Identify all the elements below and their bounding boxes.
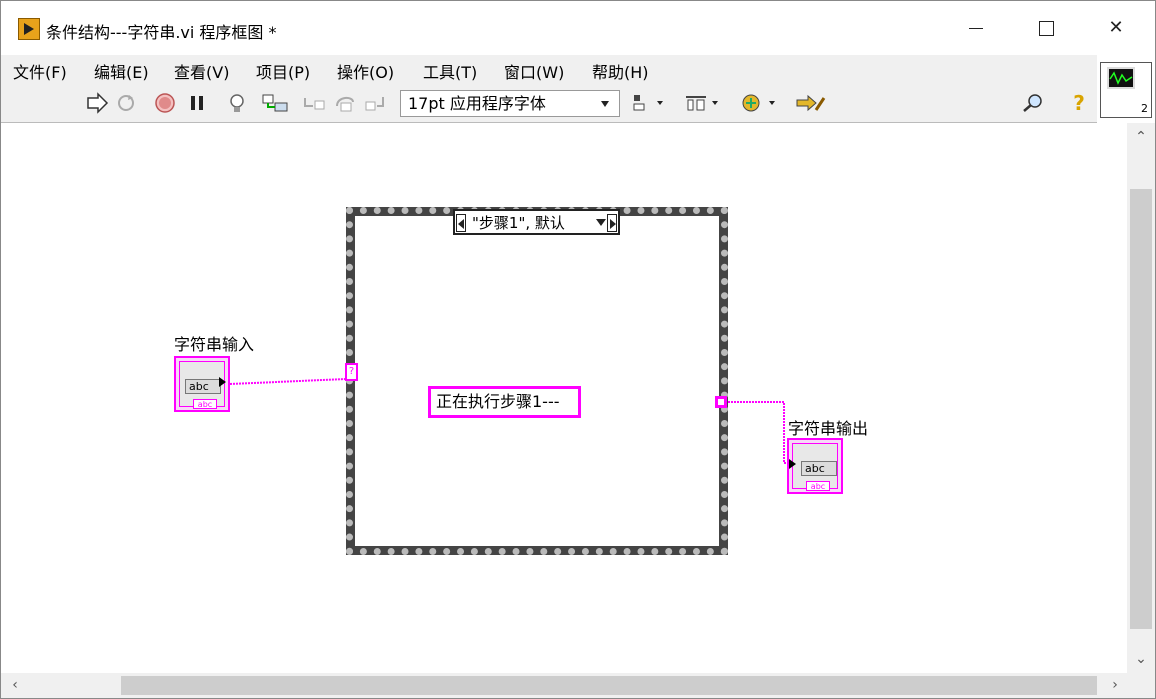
next-case-arrow-icon[interactable] [607,214,617,232]
scroll-up-icon[interactable]: ⌃ [1135,129,1147,145]
window-title: 条件结构---字符串.vi 程序框图 * [46,23,277,42]
previous-case-arrow-icon[interactable] [456,214,466,232]
step-into-icon[interactable] [301,92,327,114]
highlight-execution-icon[interactable] [225,92,249,114]
step-out-icon[interactable] [363,92,389,114]
step-over-icon[interactable] [333,92,359,114]
maximize-button[interactable] [1031,15,1061,41]
vertical-scroll-thumb[interactable] [1130,189,1152,629]
chevron-down-icon [601,101,609,107]
case-selector-terminal[interactable]: ? [345,363,358,381]
menu-project[interactable]: 项目(P) [256,63,311,82]
context-help-button[interactable]: ? [1073,91,1085,115]
menu-file[interactable]: 文件(F) [13,63,67,82]
output-tunnel[interactable] [715,396,727,408]
oscilloscope-icon [1107,67,1135,89]
scroll-left-icon[interactable]: ‹ [12,677,18,693]
menu-edit[interactable]: 编辑(E) [94,63,149,82]
scroll-down-icon[interactable]: ⌄ [1135,651,1147,667]
string-type-badge: abc [806,481,830,491]
string-input-terminal[interactable]: abc abc [174,356,230,412]
title-bar: 条件结构---字符串.vi 程序框图 * ✕ [1,1,1155,55]
menu-operate[interactable]: 操作(O) [337,63,395,82]
menu-bar: 文件(F) 编辑(E) 查看(V) 项目(P) 操作(O) 工具(T) 窗口(W… [1,55,1097,83]
vi-icon[interactable]: 2 [1100,62,1152,118]
terminal-field: abc [801,461,837,476]
input-control-label[interactable]: 字符串输入 [174,335,255,354]
menu-view[interactable]: 查看(V) [174,63,230,82]
reorder-icon[interactable] [739,92,781,114]
vertical-scrollbar[interactable]: ⌃ ⌄ [1127,123,1155,673]
font-select-value: 17pt 应用程序字体 [408,94,546,113]
pause-button[interactable] [185,92,209,114]
string-type-badge: abc [193,399,217,409]
minimize-button[interactable] [961,15,991,41]
output-wire [728,401,791,464]
terminal-body: abc abc [179,361,225,409]
toolbar: 17pt 应用程序字体 ? [1,83,1097,123]
terminal-body: abc abc [792,443,838,491]
clean-up-diagram-icon[interactable] [794,92,828,114]
abort-button[interactable] [153,92,177,114]
horizontal-scrollbar[interactable]: ‹ › [1,673,1127,698]
run-button[interactable] [85,92,109,114]
string-constant[interactable]: 正在执行步骤1--- [428,386,581,418]
retain-wire-values-icon[interactable] [260,92,290,114]
case-selector-label[interactable]: "步骤1", 默认 [453,209,620,235]
run-continuously-button[interactable] [114,92,138,114]
scroll-right-icon[interactable]: › [1112,677,1118,693]
case-selector-text: "步骤1", 默认 [472,214,565,232]
labview-app-icon [18,18,40,40]
case-structure-frame [355,216,719,546]
menu-help[interactable]: 帮助(H) [592,63,649,82]
close-button[interactable]: ✕ [1108,17,1124,38]
case-dropdown-icon[interactable] [596,219,606,226]
search-icon[interactable] [1015,92,1051,114]
input-wire [229,378,347,385]
horizontal-scroll-thumb[interactable] [121,676,1097,695]
output-indicator-label[interactable]: 字符串输出 [788,419,869,438]
case-structure[interactable] [346,207,728,555]
distribute-objects-icon[interactable] [684,92,722,114]
output-arrow-icon [219,377,226,387]
menu-window[interactable]: 窗口(W) [504,63,565,82]
scrollbar-corner [1127,673,1155,698]
align-objects-icon[interactable] [631,92,667,114]
font-select[interactable]: 17pt 应用程序字体 [400,90,620,117]
terminal-field: abc [185,379,221,394]
input-arrow-icon [789,459,796,469]
vi-icon-number: 2 [1141,102,1148,115]
block-diagram-canvas[interactable]: "步骤1", 默认 ? 正在执行步骤1--- 字符串输入 abc abc 字符串… [1,123,1127,673]
menu-tools[interactable]: 工具(T) [423,63,478,82]
string-output-terminal[interactable]: abc abc [787,438,843,494]
